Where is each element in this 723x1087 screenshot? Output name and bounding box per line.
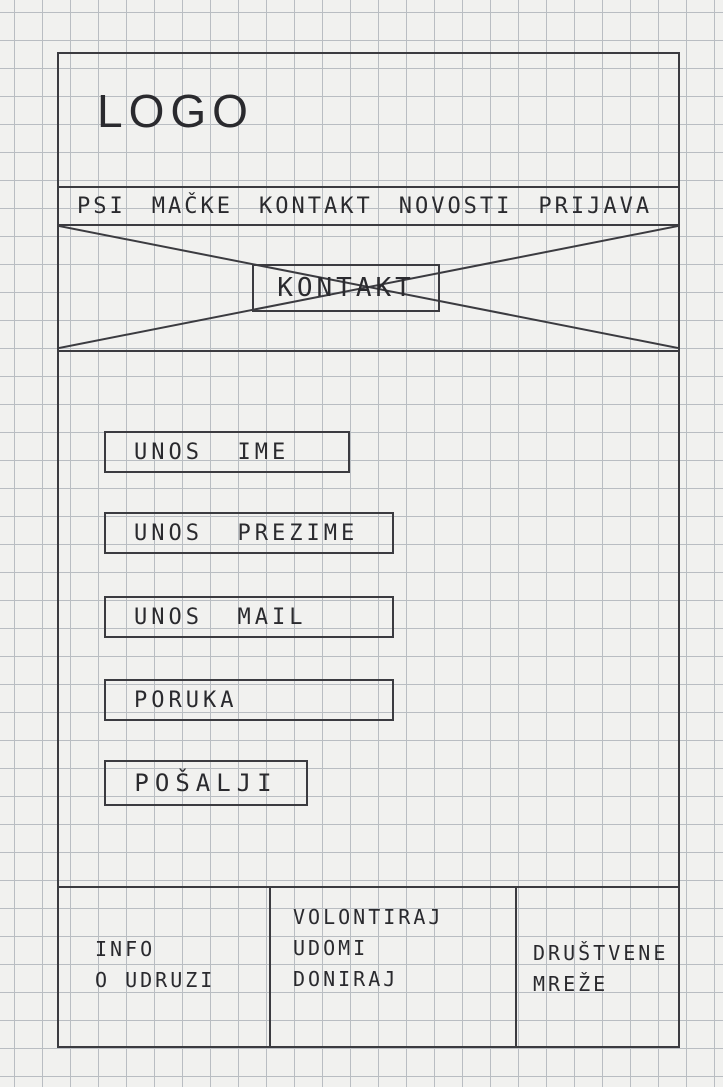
nav-item-psi[interactable]: PSI	[77, 193, 126, 219]
footer-info-column: INFO O UDRUZI	[59, 888, 271, 1048]
footer-social-line1: DRUŠTVENE	[533, 941, 669, 965]
logo[interactable]: LOGO	[97, 85, 254, 137]
nav-item-novosti[interactable]: NOVOSTI	[398, 193, 513, 219]
first-name-input[interactable]	[104, 431, 350, 473]
nav-item-macke[interactable]: MAČKE	[151, 193, 233, 219]
footer-info-link[interactable]: INFO O UDRUZI	[95, 934, 215, 996]
wireframe-page: LOGO PSI MAČKE KONTAKT NOVOSTI PRIJAVA K…	[57, 52, 680, 1048]
send-button[interactable]: POŠALJI	[104, 760, 308, 806]
footer-link-udomi[interactable]: UDOMI	[293, 936, 369, 960]
message-input[interactable]	[104, 679, 394, 721]
page-title: KONTAKT	[252, 264, 440, 312]
nav-item-kontakt[interactable]: KONTAKT	[258, 193, 373, 219]
footer-info-line1: INFO	[95, 937, 156, 961]
main-nav: PSI MAČKE KONTAKT NOVOSTI PRIJAVA	[59, 186, 678, 226]
footer-info-line2: O UDRUZI	[95, 968, 216, 992]
nav-item-prijava[interactable]: PRIJAVA	[538, 193, 653, 219]
footer-social-column: DRUŠTVENE MREŽE	[517, 888, 678, 1048]
footer-link-doniraj[interactable]: DONIRAJ	[293, 967, 399, 991]
footer-links-column: VOLONTIRAJ UDOMI DONIRAJ	[271, 888, 517, 1048]
footer-social-line2: MREŽE	[533, 972, 609, 996]
footer-social-link[interactable]: DRUŠTVENE MREŽE	[533, 938, 668, 1000]
last-name-input[interactable]	[104, 512, 394, 554]
image-placeholder-cross	[59, 226, 678, 349]
footer: INFO O UDRUZI VOLONTIRAJ UDOMI DONIRAJ D…	[59, 886, 678, 1050]
footer-links-list: VOLONTIRAJ UDOMI DONIRAJ	[293, 902, 443, 995]
email-input[interactable]	[104, 596, 394, 638]
footer-link-volontiraj[interactable]: VOLONTIRAJ	[293, 905, 444, 929]
hero-banner: KONTAKT	[59, 226, 678, 352]
